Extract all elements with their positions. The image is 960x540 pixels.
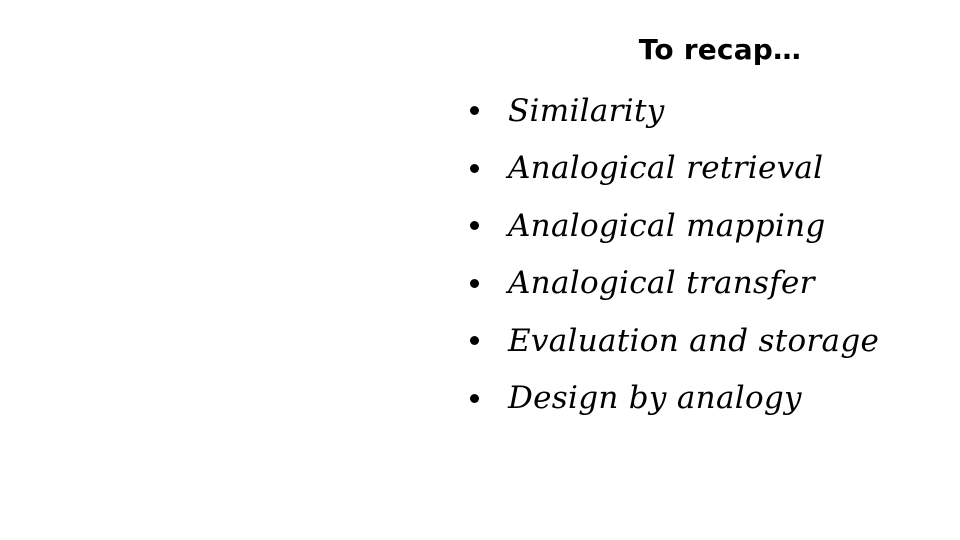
bullet-dot-icon [470,393,479,403]
bullet-text: Similarity [508,92,665,129]
bullet-dot-icon [470,106,479,116]
bullet-dot-icon [470,163,479,173]
bullet-item-similarity: Similarity [470,82,879,140]
bullet-dot-icon [470,278,479,288]
bullet-list: Similarity Analogical retrieval Analogic… [470,82,879,427]
bullet-dot-icon [470,336,479,346]
bullet-text: Analogical transfer [508,265,815,302]
bullet-item-analogical-mapping: Analogical mapping [470,197,879,255]
bullet-item-design-by-analogy: Design by analogy [470,370,879,428]
bullet-item-analogical-transfer: Analogical transfer [470,255,879,313]
bullet-text: Evaluation and storage [508,322,880,359]
bullet-text: Analogical retrieval [508,150,824,187]
bullet-dot-icon [470,221,479,231]
bullet-text: Analogical mapping [508,207,826,244]
bullet-item-analogical-retrieval: Analogical retrieval [470,140,879,198]
slide-title: To recap… [638,33,802,66]
bullet-item-evaluation-and-storage: Evaluation and storage [470,312,879,370]
bullet-text: Design by analogy [508,380,802,417]
